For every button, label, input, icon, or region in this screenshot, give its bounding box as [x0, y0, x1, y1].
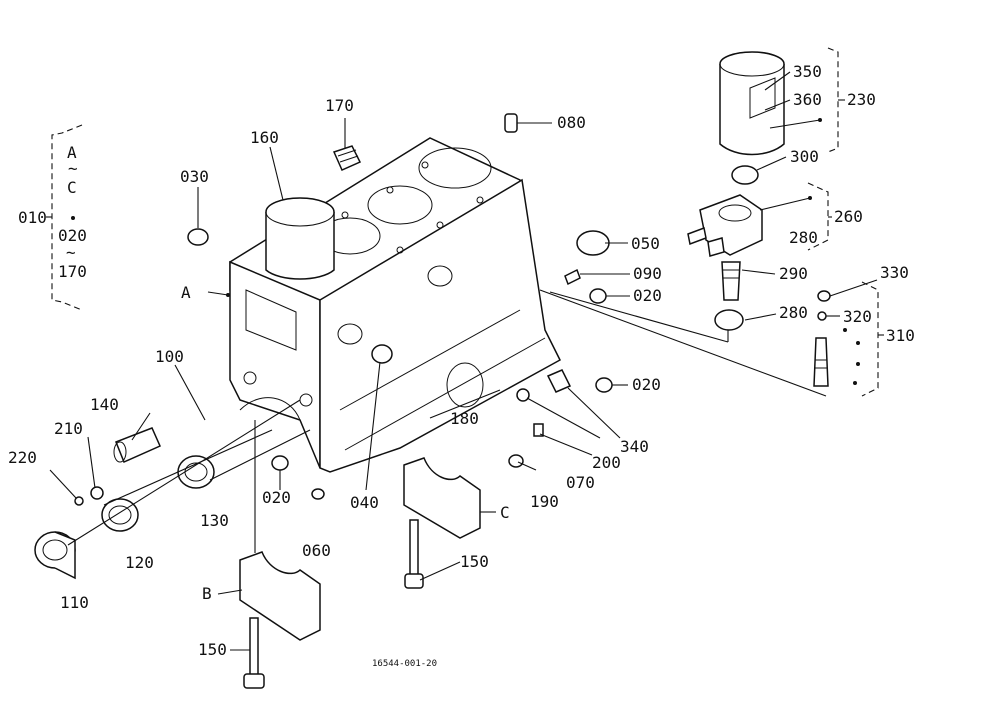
- plug-190-part[interactable]: [508, 454, 524, 468]
- ref-label-b: B: [202, 584, 212, 603]
- callout-120[interactable]: 120: [125, 553, 154, 572]
- callout-340[interactable]: 340: [620, 437, 649, 456]
- callout-310[interactable]: 310: [886, 326, 915, 345]
- callout-300[interactable]: 300: [790, 147, 819, 166]
- callout-020-c[interactable]: 020: [632, 375, 661, 394]
- callout-040[interactable]: 040: [350, 493, 379, 512]
- callout-190[interactable]: 190: [530, 492, 559, 511]
- union-330-part[interactable]: [817, 290, 831, 302]
- drawing-number: 16544-001-20: [372, 659, 437, 669]
- bracket-range-end-170: 170: [58, 262, 87, 281]
- callout-280-a[interactable]: 280: [789, 228, 818, 247]
- group-bracket-260: [807, 182, 832, 251]
- callout-180[interactable]: 180: [450, 409, 479, 428]
- bracket-range-tilde-2: ~: [66, 243, 76, 262]
- callout-200[interactable]: 200: [592, 453, 621, 472]
- plug-070-part[interactable]: [533, 423, 544, 437]
- callout-090[interactable]: 090: [633, 264, 662, 283]
- ref-label-c: C: [500, 503, 510, 522]
- cylinder-block-part[interactable]: [229, 137, 561, 473]
- bolt-150-b-part[interactable]: [243, 617, 265, 689]
- bearing-130-part[interactable]: [177, 455, 215, 489]
- joint-bolt-290-part[interactable]: [721, 261, 741, 301]
- callout-220[interactable]: 220: [8, 448, 37, 467]
- callout-360[interactable]: 360: [793, 90, 822, 109]
- callout-140[interactable]: 140: [90, 395, 119, 414]
- bracket-range-tilde-1: ~: [68, 159, 78, 178]
- callout-050[interactable]: 050: [631, 234, 660, 253]
- callout-030[interactable]: 030: [180, 167, 209, 186]
- cover-050-part[interactable]: [576, 230, 610, 256]
- callout-230[interactable]: 230: [847, 90, 876, 109]
- bushing-140-part[interactable]: [113, 427, 161, 464]
- plug-080-part[interactable]: [504, 113, 518, 133]
- plug-060-part[interactable]: [311, 488, 325, 500]
- callout-290[interactable]: 290: [779, 264, 808, 283]
- bracket-range-start-020: 020: [58, 226, 87, 245]
- plug-200-part[interactable]: [516, 388, 530, 402]
- cylinder-liner-part[interactable]: [265, 197, 335, 280]
- bracket-range-end-c: C: [67, 178, 77, 197]
- callout-160[interactable]: 160: [250, 128, 279, 147]
- callout-350[interactable]: 350: [793, 62, 822, 81]
- callout-110[interactable]: 110: [60, 593, 89, 612]
- bearing-case-b-part[interactable]: [239, 551, 321, 641]
- leader-lines: [49, 71, 878, 651]
- pipe-090-part[interactable]: [564, 268, 581, 286]
- callout-210[interactable]: 210: [54, 419, 83, 438]
- bracket-range-start-a: A: [67, 143, 77, 162]
- oil-filter-part[interactable]: [719, 51, 785, 156]
- plug-030-part[interactable]: [187, 228, 209, 246]
- callout-100[interactable]: 100: [155, 347, 184, 366]
- group-bracket-310: [861, 281, 884, 397]
- filter-bracket-part[interactable]: [687, 194, 763, 257]
- plug-220-part[interactable]: [74, 496, 84, 506]
- bearing-110-part[interactable]: [34, 531, 76, 580]
- callout-080[interactable]: 080: [557, 113, 586, 132]
- plug-020-c-part[interactable]: [595, 377, 613, 393]
- plug-040-part[interactable]: [371, 344, 393, 364]
- bolt-150-c-part[interactable]: [404, 519, 424, 589]
- callout-280-b[interactable]: 280: [779, 303, 808, 322]
- group-bracket-010: [46, 124, 83, 311]
- group-bracket-230: [827, 47, 845, 153]
- plug-020-a-part[interactable]: [271, 455, 289, 471]
- o-ring-300-part[interactable]: [731, 165, 759, 185]
- callout-330[interactable]: 330: [880, 263, 909, 282]
- plug-020-b-part[interactable]: [589, 288, 607, 304]
- bearing-case-c-part[interactable]: [403, 457, 481, 539]
- ref-label-a: A: [181, 283, 191, 302]
- callout-150-b[interactable]: 150: [198, 640, 227, 659]
- callout-130[interactable]: 130: [200, 511, 229, 530]
- callout-320[interactable]: 320: [843, 307, 872, 326]
- o-ring-280-part[interactable]: [714, 309, 744, 331]
- plug-210-part[interactable]: [90, 486, 104, 500]
- callout-020-b[interactable]: 020: [633, 286, 662, 305]
- callout-020-a[interactable]: 020: [262, 488, 291, 507]
- callout-070[interactable]: 070: [566, 473, 595, 492]
- callout-060[interactable]: 060: [302, 541, 331, 560]
- callout-260[interactable]: 260: [834, 207, 863, 226]
- oil-switch-340-part[interactable]: [546, 369, 572, 393]
- callout-010[interactable]: 010: [18, 208, 47, 227]
- washer-320-part[interactable]: [817, 311, 827, 321]
- callout-150-c[interactable]: 150: [460, 552, 489, 571]
- callout-170[interactable]: 170: [325, 96, 354, 115]
- plug-310-part[interactable]: [813, 337, 829, 387]
- plug-170-part[interactable]: [332, 145, 362, 171]
